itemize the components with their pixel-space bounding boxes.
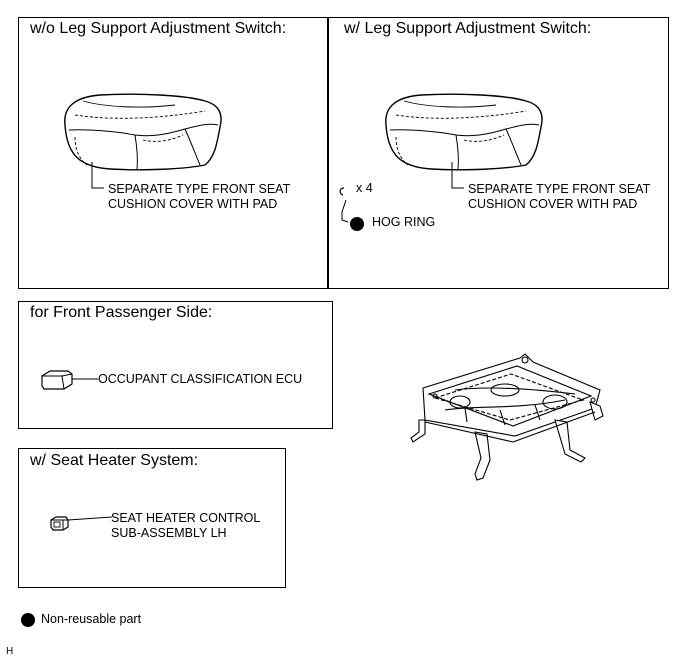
seat-heater-control-label-line2: SUB-ASSEMBLY LH [111, 526, 227, 540]
non-reusable-mark-icon [350, 217, 364, 231]
hog-ring-icon [339, 187, 349, 223]
seat-cushion-illustration-right [385, 93, 543, 171]
cushion-cover-label-right-line1: SEPARATE TYPE FRONT SEAT [468, 182, 651, 196]
non-reusable-legend-icon [21, 613, 35, 627]
occupant-classification-ecu-icon [41, 370, 98, 390]
panel-front-passenger-title: for Front Passenger Side: [30, 304, 213, 321]
seat-frame-illustration [410, 353, 604, 481]
panel-without-leg-support-title: w/o Leg Support Adjustment Switch: [30, 20, 287, 37]
leader-line-left [91, 162, 104, 189]
panel-front-passenger [18, 301, 333, 429]
seat-heater-control-icon [50, 516, 113, 531]
legend-label: Non-reusable part [41, 612, 142, 626]
leader-line-right [451, 162, 464, 189]
hog-ring-label: HOG RING [372, 215, 436, 229]
panel-seat-heater-title: w/ Seat Heater System: [30, 452, 199, 469]
cushion-cover-label-right-line2: CUSHION COVER WITH PAD [468, 197, 638, 211]
seat-heater-control-label-line1: SEAT HEATER CONTROL [111, 511, 261, 525]
occupant-classification-ecu-label: OCCUPANT CLASSIFICATION ECU [98, 372, 303, 386]
seat-cushion-illustration-left [64, 93, 222, 171]
panel-with-leg-support-title: w/ Leg Support Adjustment Switch: [344, 20, 592, 37]
cushion-cover-label-left-line2: CUSHION COVER WITH PAD [108, 197, 278, 211]
cushion-cover-label-left-line1: SEPARATE TYPE FRONT SEAT [108, 182, 291, 196]
hog-ring-count: x 4 [356, 181, 373, 195]
panel-seat-heater [18, 448, 286, 588]
panel-without-leg-support [18, 17, 329, 289]
corner-code: H [6, 646, 14, 657]
panel-with-leg-support [327, 17, 669, 289]
